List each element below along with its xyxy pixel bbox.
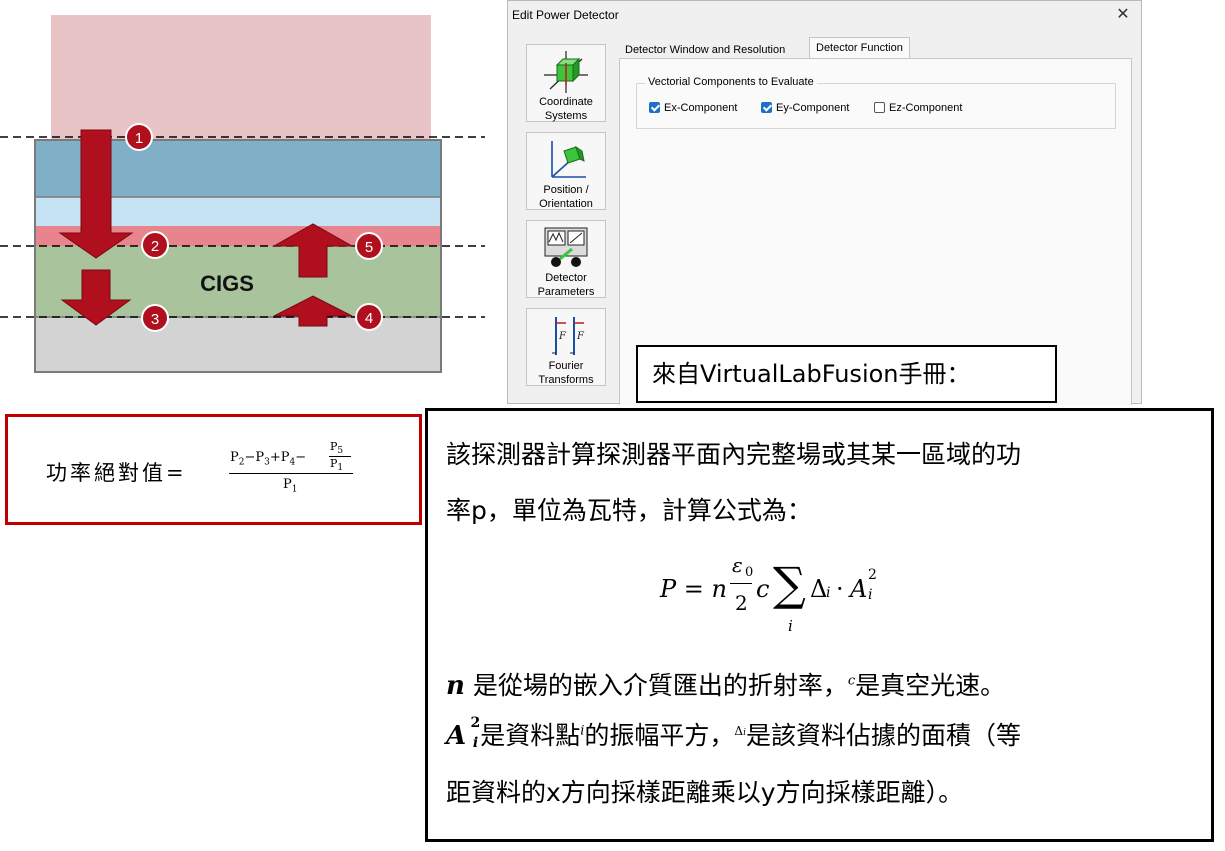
tab-detector-function[interactable]: Detector Function: [809, 37, 910, 60]
detector-parameters-icon: [544, 227, 588, 267]
sidebar-label: Orientation: [539, 198, 593, 210]
svg-text:F: F: [558, 331, 567, 342]
description-line-1: 該探測器計算探測器平面內完整場或其某一區域的功: [446, 440, 1022, 469]
checkbox-label: Ey-Component: [776, 102, 850, 114]
incident-region: [51, 15, 431, 140]
checkbox-checked-icon: [761, 102, 772, 113]
arrow-down-short: [60, 269, 132, 326]
inner-fraction-top: P5: [330, 440, 344, 457]
coordinate-systems-icon: [544, 51, 588, 93]
sidebar-item-detector-parameters[interactable]: Detector Parameters: [526, 220, 606, 298]
c-symbol: c: [847, 673, 856, 689]
sidebar-label: Systems: [544, 110, 588, 122]
edit-power-detector-dialog: Edit Power Detector ✕ Coordinate Systems…: [507, 0, 1142, 405]
svg-text:2: 2: [151, 238, 159, 255]
inner-fraction-bar: [329, 456, 351, 457]
sidebar-label: Transforms: [538, 374, 594, 386]
arrow-up-short: [273, 295, 353, 327]
fraction-bar: [229, 473, 353, 474]
i-symbol: i: [580, 723, 585, 739]
ex-component-checkbox[interactable]: Ex-Component: [649, 101, 737, 115]
ey-component-checkbox[interactable]: Ey-Component: [761, 101, 849, 115]
arrow-down-long: [58, 129, 134, 259]
checkbox-checked-icon: [649, 102, 660, 113]
source-caption: 來自VirtualLabFusion手冊：: [636, 345, 1057, 403]
layer-diagram: CIGS 1 2 3 4 5: [0, 15, 485, 373]
layer-label-cigs: CIGS: [200, 271, 254, 296]
sidebar-label: Coordinate: [539, 96, 593, 108]
svg-text:4: 4: [365, 310, 373, 327]
vectorial-components-group: Vectorial Components to Evaluate Ex-Comp…: [636, 76, 1116, 129]
ez-component-checkbox[interactable]: Ez-Component: [874, 101, 962, 115]
svg-text:F: F: [576, 331, 585, 342]
sidebar-item-position-orientation[interactable]: Position / Orientation: [526, 132, 606, 210]
fourier-transforms-icon: F F: [552, 317, 585, 355]
tab-detector-window-and-resolution[interactable]: Detector Window and Resolution: [625, 44, 786, 56]
sidebar-item-coordinate-systems[interactable]: Coordinate Systems: [526, 44, 606, 122]
sidebar-item-fourier-transforms[interactable]: F F Fourier Transforms: [526, 308, 606, 386]
marker-3: 3: [141, 304, 169, 332]
sidebar-label: Position /: [543, 184, 589, 196]
close-icon[interactable]: ✕: [1116, 6, 1130, 23]
checkbox-label: Ex-Component: [664, 102, 738, 114]
marker-2: 2: [141, 231, 169, 259]
delta-symbol: Δi: [734, 723, 746, 738]
absolute-power-formula-box: 功率絕對值= P2−P3+P4− P5 P1 P1: [5, 414, 422, 525]
denominator: P1: [283, 477, 298, 495]
stack-outline: [34, 139, 442, 373]
marker-1: 1: [125, 123, 153, 151]
sidebar-label: Fourier: [548, 360, 584, 372]
svg-text:1: 1: [135, 130, 143, 147]
sidebar-label: Detector: [545, 272, 587, 284]
inner-fraction-bottom: P1: [330, 457, 344, 474]
description-line-3: n 是從場的嵌入介質匯出的折射率，c是真空光速。: [446, 671, 1006, 701]
arrow-up-tall: [272, 223, 354, 278]
marker-4: 4: [355, 303, 383, 331]
n-symbol: n: [446, 671, 465, 701]
position-orientation-icon: [551, 141, 586, 178]
svg-text:3: 3: [151, 311, 159, 328]
marker-5: 5: [355, 232, 383, 260]
checkbox-unchecked-icon: [874, 102, 885, 113]
sidebar-label: Parameters: [537, 286, 595, 298]
description-line-2: 率p，單位為瓦特，計算公式為：: [446, 496, 812, 525]
power-formula: P = n ε 0 2 c ∑ i Δ i · A 2 i: [660, 553, 877, 635]
dialog-title: Edit Power Detector: [512, 8, 619, 22]
svg-text:5: 5: [365, 239, 373, 256]
description-box: 該探測器計算探測器平面內完整場或其某一區域的功 率p，單位為瓦特，計算公式為： …: [425, 408, 1214, 842]
checkbox-label: Ez-Component: [889, 102, 963, 114]
group-title: Vectorial Components to Evaluate: [645, 76, 817, 88]
absolute-power-label: 功率絕對值=: [46, 461, 187, 485]
description-line-5: 距資料的x方向採樣距離乘以y方向採樣距離）。: [446, 778, 964, 807]
numerator: P2−P3+P4−: [230, 450, 307, 468]
